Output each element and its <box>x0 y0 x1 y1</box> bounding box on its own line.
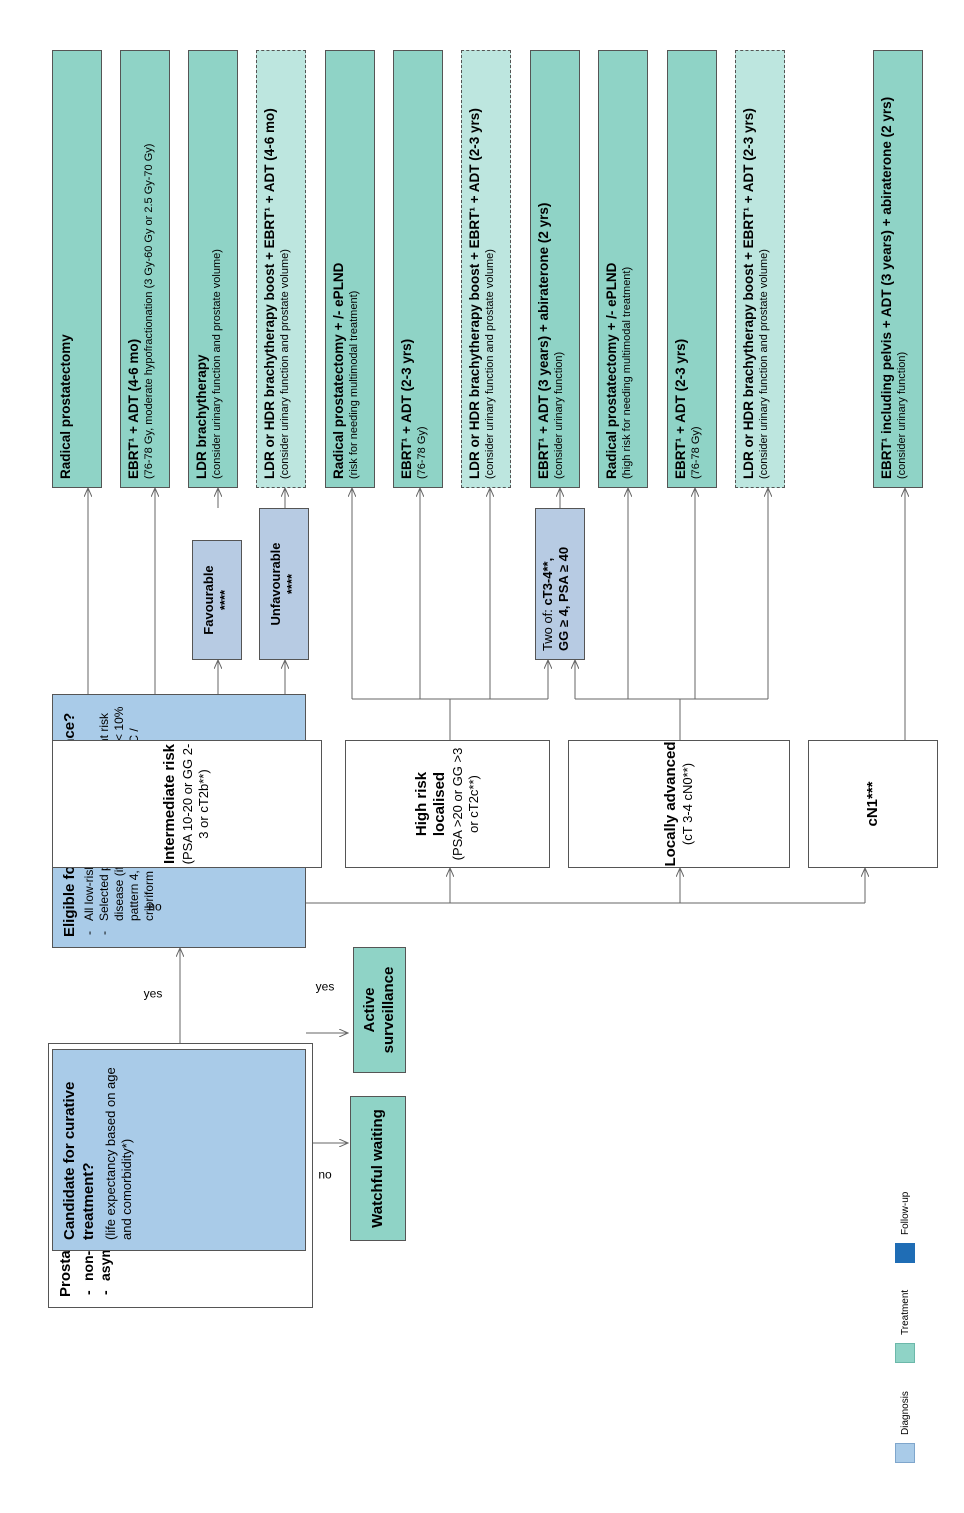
two-of-lead: Two of: <box>540 605 555 651</box>
treatment-sub: (consider urinary function) <box>552 351 565 479</box>
treatment-box: EBRT¹ including pelvis + ADT (3 years) +… <box>873 50 923 488</box>
high-risk-note: (PSA >20 or GG >3 or cT2c**) <box>450 747 482 861</box>
intermediate-risk-box: Intermediate risk (PSA 10-20 or GG 2-3 o… <box>52 740 322 868</box>
treatment-main: EBRT¹ + ADT (2-3 yrs) <box>399 338 414 479</box>
treatment-box: LDR brachytherapy(consider urinary funct… <box>188 50 238 488</box>
legend-treatment-label: Treatment <box>900 1289 911 1335</box>
high-risk-title: High risk localised <box>412 771 449 837</box>
treatment-box: Radical prostatectomy <box>52 50 102 488</box>
unfavourable-stars: **** <box>284 573 299 595</box>
candidate-title: Candidate for curative treatment? <box>61 1081 97 1240</box>
treatment-box: Radical prostatectomy + /- ePLND(risk fo… <box>325 50 375 488</box>
treatment-box: Radical prostatectomy + /- ePLND(high ri… <box>598 50 648 488</box>
favourable-box: Favourable **** <box>192 540 242 660</box>
treatment-sub: (76-78 Gy, moderate hypofractionation (3… <box>142 143 155 479</box>
candidate-note: (life expectancy based on age and comorb… <box>102 1067 134 1240</box>
treatment-main: EBRT¹ + ADT (4-6 mo) <box>126 338 141 479</box>
cn1-title: cN1*** <box>863 781 881 827</box>
treatment-sub: (consider urinary function and prostate … <box>210 249 223 479</box>
high-risk-box: High risk localised (PSA >20 or GG >3 or… <box>345 740 550 868</box>
label-no-risk: no <box>148 899 162 914</box>
treatment-sub: (consider urinary function and prostate … <box>483 249 496 479</box>
watchful-waiting-box: Watchful waiting <box>350 1096 406 1241</box>
two-of-bold2: GG ≥ 4, PSA ≥ 40 <box>556 546 572 651</box>
treatment-sub: (consider urinary function) <box>895 351 908 479</box>
locally-advanced-note: (cT 3-4 cN0**) <box>680 762 696 846</box>
label-no-watchful: no <box>318 1167 332 1182</box>
treatment-main: Radical prostatectomy + /- ePLND <box>604 262 619 479</box>
candidate-box: Candidate for curative treatment? (life … <box>52 1049 306 1251</box>
treatment-main: EBRT¹ + ADT (3 years) + abiraterone (2 y… <box>536 202 551 479</box>
active-surveillance-label: Active surveillance <box>360 966 397 1054</box>
treatment-main: LDR or HDR brachytherapy boost + EBRT¹ +… <box>262 108 277 479</box>
legend-diagnosis-label: Diagnosis <box>900 1391 911 1435</box>
treatment-box: LDR or HDR brachytherapy boost + EBRT¹ +… <box>256 50 306 488</box>
unfavourable-box: Unfavourable **** <box>259 508 309 660</box>
legend-followup-label: Follow-up <box>900 1191 911 1235</box>
cn1-box: cN1*** <box>808 740 938 868</box>
favourable-title: Favourable <box>200 565 216 635</box>
intermediate-risk-title: Intermediate risk <box>161 743 179 865</box>
treatment-sub: (76-78 Gy) <box>689 426 702 479</box>
treatment-sub: (consider urinary function and prostate … <box>278 249 291 479</box>
label-yes-eligible: yes <box>143 986 163 1001</box>
treatment-main: LDR or HDR brachytherapy boost + EBRT¹ +… <box>741 108 756 479</box>
legend-diagnosis-swatch <box>895 1443 915 1463</box>
treatment-sub: (76-78 Gy) <box>415 426 428 479</box>
treatment-box: EBRT¹ + ADT (4-6 mo)(76-78 Gy, moderate … <box>120 50 170 488</box>
intermediate-risk-note: (PSA 10-20 or GG 2-3 or cT2b**) <box>180 743 212 865</box>
treatment-sub: (consider urinary function and prostate … <box>757 249 770 479</box>
treatment-box: EBRT¹ + ADT (2-3 yrs)(76-78 Gy) <box>393 50 443 488</box>
treatment-main: Radical prostatectomy <box>58 334 73 479</box>
legend-treatment-swatch <box>895 1343 915 1363</box>
legend-followup-swatch <box>895 1243 915 1263</box>
locally-advanced-title: Locally advanced <box>661 741 679 867</box>
locally-advanced-box: Locally advanced (cT 3-4 cN0**) <box>568 740 790 868</box>
treatment-sub: (risk for needing multimodal treatment) <box>347 290 360 479</box>
favourable-stars: **** <box>217 589 232 611</box>
unfavourable-title: Unfavourable <box>267 542 283 626</box>
label-yes-active: yes <box>315 979 335 994</box>
treatment-main: LDR or HDR brachytherapy boost + EBRT¹ +… <box>467 108 482 479</box>
treatment-main: EBRT¹ including pelvis + ADT (3 years) +… <box>879 96 894 479</box>
treatment-main: EBRT¹ + ADT (2-3 yrs) <box>673 338 688 479</box>
treatment-box: EBRT¹ + ADT (2-3 yrs)(76-78 Gy) <box>667 50 717 488</box>
treatment-box: EBRT¹ + ADT (3 years) + abiraterone (2 y… <box>530 50 580 488</box>
treatment-main: Radical prostatectomy + /- ePLND <box>331 262 346 479</box>
treatment-box: LDR or HDR brachytherapy boost + EBRT¹ +… <box>735 50 785 488</box>
two-of-box: Two of: cT3-4**, GG ≥ 4, PSA ≥ 40 <box>535 508 585 660</box>
watchful-waiting-label: Watchful waiting <box>368 1109 386 1228</box>
treatment-sub: (high risk for needing multimodal treatm… <box>620 266 633 479</box>
treatment-main: LDR brachytherapy <box>194 354 209 479</box>
active-surveillance-box: Active surveillance <box>353 947 406 1073</box>
treatment-box: LDR or HDR brachytherapy boost + EBRT¹ +… <box>461 50 511 488</box>
two-of-bold1: cT3-4**, <box>540 557 555 606</box>
